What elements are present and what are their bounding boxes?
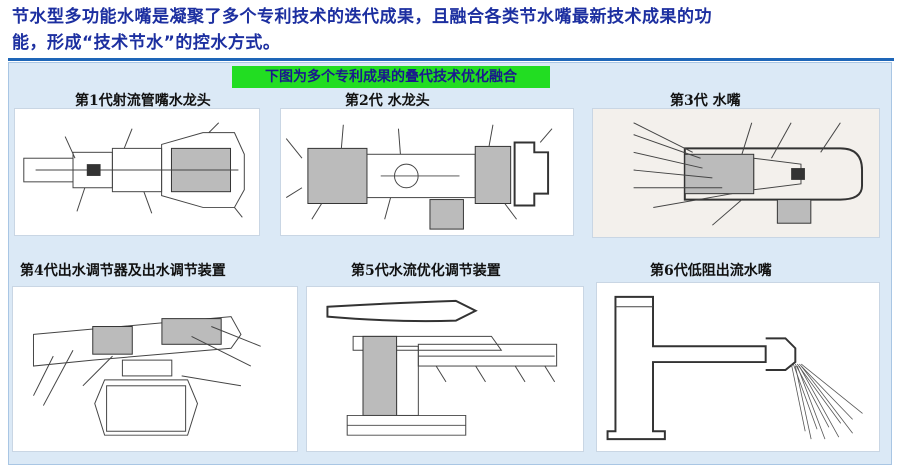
intro-line-1: 节水型多功能水嘴是凝聚了多个专利技术的迭代成果，且融合各类节水嘴最新技术成果的功 xyxy=(12,7,712,27)
figure-gen-6-low-resistance-spout xyxy=(596,282,880,452)
caption-gen-6: 第6代低阻出流水嘴 xyxy=(650,263,772,279)
intro-text: 节水型多功能水嘴是凝聚了多个专利技术的迭代成果，且融合各类节水嘴最新技术成果的功… xyxy=(12,4,888,56)
caption-gen-2: 第2代 水龙头 xyxy=(345,93,430,109)
banner-title: 下图为多个专利成果的叠代技术优化融合 xyxy=(232,66,550,88)
figure-gen-3-spout xyxy=(592,108,880,238)
caption-gen-1: 第1代射流管嘴水龙头 xyxy=(75,93,211,109)
intro-line-2: 能，形成“技术节水”的控水方式。 xyxy=(12,33,281,53)
divider-rule xyxy=(8,58,894,61)
caption-gen-4: 第4代出水调节器及出水调节装置 xyxy=(20,263,226,279)
figure-gen-1-nozzle-faucet xyxy=(14,108,260,236)
figure-gen-2-faucet xyxy=(280,108,574,236)
caption-gen-3: 第3代 水嘴 xyxy=(670,93,741,109)
caption-gen-5: 第5代水流优化调节装置 xyxy=(351,263,501,279)
figure-gen-4-outlet-regulator xyxy=(12,286,298,452)
figure-gen-5-flow-optimizer xyxy=(306,286,584,452)
